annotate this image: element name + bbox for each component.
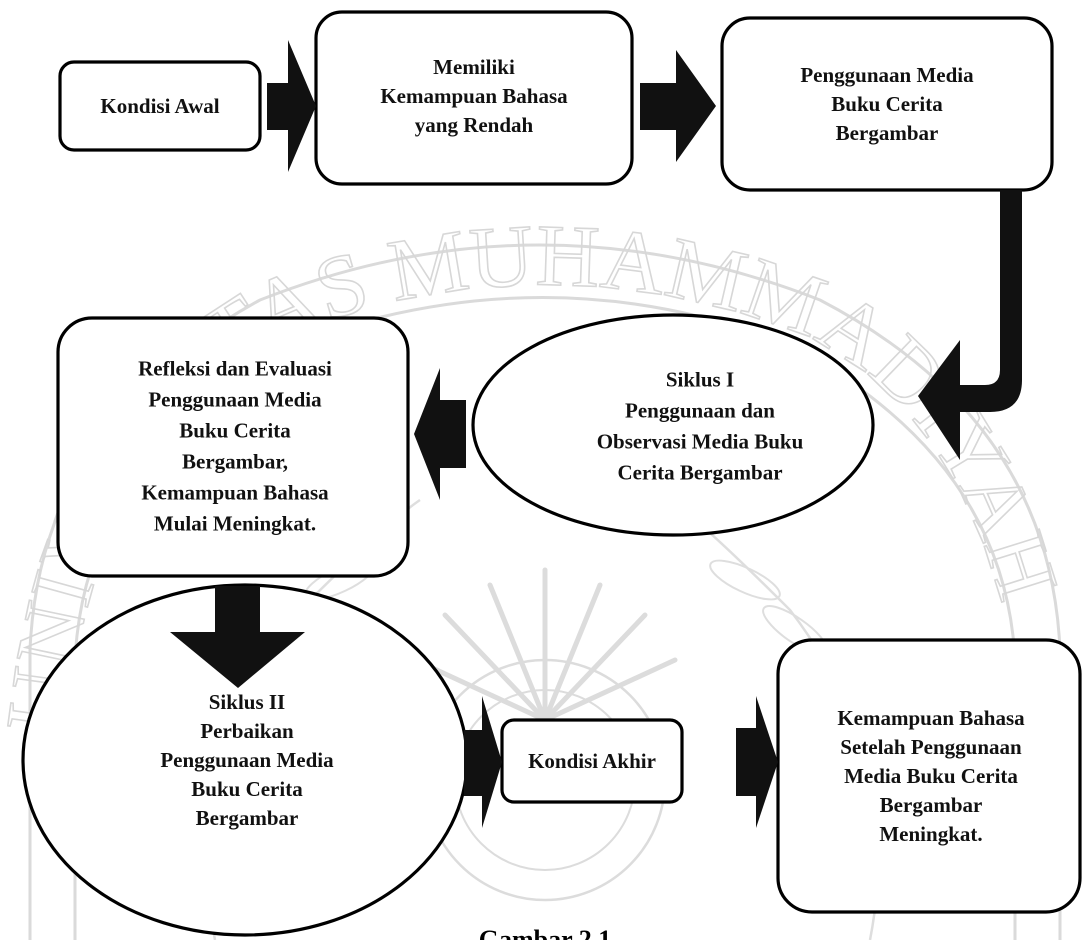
node-label-line: Cerita Bergambar	[617, 461, 782, 485]
node-label-line: Refleksi dan Evaluasi	[138, 357, 332, 381]
node-label-line: Bergambar,	[182, 450, 288, 474]
arrow-down	[170, 586, 305, 688]
arrow-right-4	[736, 696, 778, 828]
node-label-line: Buku Cerita	[179, 419, 291, 443]
arrow-left	[414, 368, 466, 500]
node-label-line: Siklus II	[209, 690, 285, 714]
node-label-line: yang Rendah	[415, 113, 534, 137]
node-label-line: Buku Cerita	[191, 777, 303, 801]
node-label-line: Memiliki	[433, 55, 515, 79]
node-label-line: Kondisi Akhir	[528, 749, 656, 773]
svg-text:Kondisi Akhir: Kondisi Akhir	[528, 749, 656, 773]
node-label-line: Penggunaan Media	[148, 388, 322, 412]
node-label-line: Bergambar	[836, 121, 939, 145]
node-label-line: Bergambar	[196, 806, 299, 830]
node-label-line: Observasi Media Buku	[597, 430, 804, 454]
figure-caption: Gambar 2.1	[479, 925, 611, 940]
node-label-line: Kemampuan Bahasa	[837, 706, 1025, 730]
node-label-line: Penggunaan Media	[800, 63, 974, 87]
node-kondisi-akhir: Kondisi Akhir	[500, 718, 684, 804]
arrow-right-3	[464, 696, 502, 828]
svg-text:Kondisi Awal: Kondisi Awal	[100, 94, 219, 118]
node-label-line: Siklus I	[666, 368, 734, 392]
node-label-line: Buku Cerita	[831, 92, 943, 116]
arrow-right-2	[640, 50, 716, 162]
node-kondisi-awal: Kondisi Awal	[58, 60, 262, 152]
node-label-line: Bergambar	[880, 793, 983, 817]
node-label-line: Media Buku Cerita	[844, 764, 1018, 788]
node-label-line: Meningkat.	[879, 822, 982, 846]
node-label-line: Perbaikan	[200, 719, 294, 743]
node-label-line: Kemampuan Bahasa	[380, 84, 568, 108]
node-label-line: Setelah Penggunaan	[840, 735, 1022, 759]
node-label-line: Mulai Meningkat.	[154, 512, 316, 536]
arrow-right-1	[267, 40, 316, 172]
node-label-line: Penggunaan Media	[160, 748, 334, 772]
node-label-line: Kondisi Awal	[100, 94, 219, 118]
node-label-line: Penggunaan dan	[625, 399, 775, 423]
arrow-bend-down-left	[918, 190, 1022, 460]
node-label-line: Kemampuan Bahasa	[141, 481, 329, 505]
